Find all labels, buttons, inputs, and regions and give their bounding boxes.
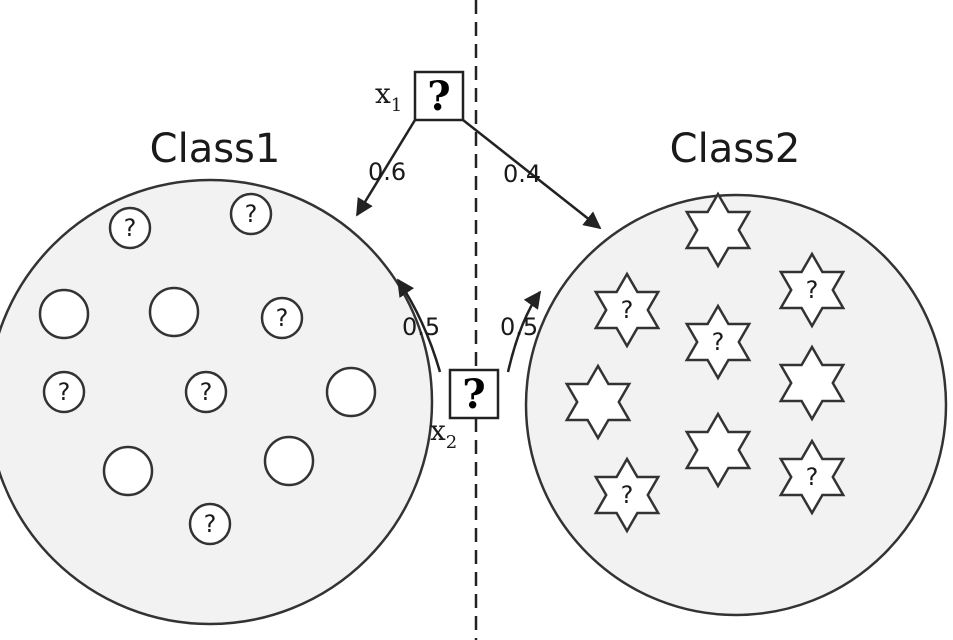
- edge-x1-class1: [355, 119, 417, 217]
- unlabeled-circle-sample: [108, 206, 152, 250]
- edge-label-x1-class2: 0.4: [503, 160, 541, 188]
- labeled-star-sample: [684, 411, 752, 489]
- query-box-x2: [448, 368, 500, 420]
- unknown-mark: ?: [621, 481, 634, 509]
- unknown-mark: ?: [200, 378, 213, 406]
- unlabeled-star-sample: [593, 271, 661, 349]
- query-label-x2: x2: [430, 414, 457, 453]
- unlabeled-star-sample: [593, 456, 661, 534]
- unknown-mark: ?: [245, 200, 258, 228]
- unlabeled-circle-sample: [229, 192, 273, 236]
- class1-title: Class1: [150, 126, 281, 172]
- unknown-mark: ?: [58, 378, 71, 406]
- query-mark-x2: ?: [462, 371, 485, 418]
- unlabeled-star-sample: [684, 303, 752, 381]
- labeled-circle-sample: [263, 435, 315, 487]
- labeled-circle-sample: [325, 366, 377, 418]
- unknown-mark: ?: [276, 304, 289, 332]
- labeled-star-sample: [684, 191, 752, 269]
- class2-members: [564, 191, 846, 534]
- labeled-circle-sample: [102, 445, 154, 497]
- unknown-mark: ?: [204, 510, 217, 538]
- unlabeled-star-sample: [778, 438, 846, 516]
- class2-unknown-marks: ?????: [621, 276, 819, 509]
- unknown-mark: ?: [806, 463, 819, 491]
- unknown-mark: ?: [124, 214, 137, 242]
- query-mark-x1: ?: [427, 73, 450, 120]
- unlabeled-circle-sample: [188, 502, 232, 546]
- edge-x2-class2: [506, 290, 542, 373]
- edge-label-x2-class1: 0.5: [402, 313, 440, 341]
- unlabeled-circle-sample: [260, 296, 304, 340]
- class1-members: [38, 192, 377, 546]
- labeled-circle-sample: [148, 286, 200, 338]
- class1-unknown-marks: ? ? ? ? ? ?: [58, 200, 289, 538]
- edge-x2-class1: [396, 278, 442, 373]
- query-label-x1: x1: [375, 77, 402, 116]
- edge-label-x2-class2: 0.5: [500, 313, 538, 341]
- unlabeled-circle-sample: [42, 370, 86, 414]
- edge-label-x1-class1: 0.6: [368, 158, 406, 186]
- labeled-circle-sample: [38, 288, 90, 340]
- unknown-mark: ?: [806, 276, 819, 304]
- class2-title: Class2: [670, 126, 801, 172]
- labeled-star-sample: [778, 344, 846, 422]
- unlabeled-circle-sample: [184, 370, 228, 414]
- unknown-mark: ?: [712, 328, 725, 356]
- query-box-x1: [413, 70, 465, 122]
- edge-x1-class2: [462, 119, 602, 230]
- labeled-star-sample: [564, 363, 632, 441]
- unlabeled-star-sample: [778, 251, 846, 329]
- unknown-mark: ?: [621, 296, 634, 324]
